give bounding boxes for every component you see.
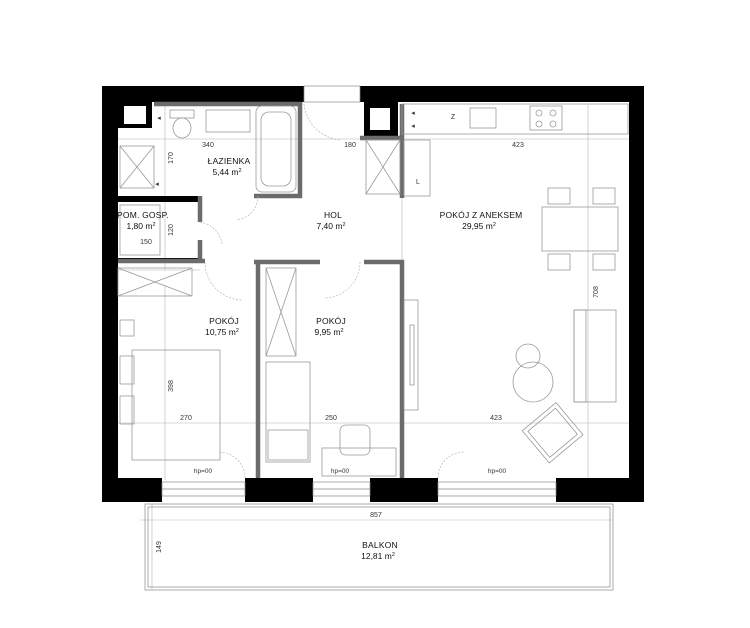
dim-180: 180 [344, 142, 356, 149]
doors [199, 103, 465, 479]
exterior-walls [102, 86, 644, 502]
kitchen-z-symbol: Z [451, 114, 456, 121]
dim-708: 708 [593, 286, 600, 298]
dim-270: 270 [180, 415, 192, 422]
dim-250: 250 [325, 415, 337, 422]
arrow-icon: ◂ [411, 110, 415, 117]
dim-857: 857 [370, 512, 382, 519]
interior-walls [118, 101, 405, 478]
kitchen-l-symbol: L [416, 179, 420, 186]
room-name-bathroom: ŁAZIENKA [208, 156, 251, 166]
room-area-storage: 1,80 m2 [126, 221, 155, 231]
dim-340: 340 [202, 142, 214, 149]
window-labels: hp=00 hp=00 hp=00 [194, 468, 507, 475]
dim-423-top: 423 [512, 142, 524, 149]
dim-170: 170 [168, 152, 175, 164]
room-name-storage: POM. GOSP. [117, 210, 169, 220]
window-label-3: hp=00 [488, 468, 507, 475]
dim-423-bottom: 423 [490, 415, 502, 422]
room-area-room2: 9,95 m2 [314, 327, 343, 337]
furniture [117, 103, 629, 477]
window-label-1: hp=00 [194, 468, 213, 475]
room-name-room2: POKÓJ [316, 316, 346, 326]
room-name-living: POKÓJ Z ANEKSEM [440, 210, 523, 220]
arrow-icon: ◂ [411, 123, 415, 130]
room-name-balcony: BALKON [362, 540, 398, 550]
room-area-hall: 7,40 m2 [316, 221, 345, 231]
room-labels: ŁAZIENKA 5,44 m2 POM. GOSP. 1,80 m2 HOL … [117, 156, 522, 561]
dim-150: 150 [140, 239, 152, 246]
room-name-room1: POKÓJ [209, 316, 239, 326]
room-area-living: 29,95 m2 [462, 221, 496, 231]
windows [161, 85, 557, 497]
dim-120: 120 [168, 224, 175, 236]
dimension-labels: 340 180 423 170 120 150 708 398 270 250 … [140, 142, 600, 553]
small-symbols: Z L ◂ ◂ ◂ ◂ [155, 110, 456, 188]
arrow-icon: ◂ [155, 181, 159, 188]
dim-149: 149 [156, 541, 163, 553]
balcony-outline [144, 503, 614, 591]
dim-398: 398 [168, 380, 175, 392]
window-label-2: hp=00 [331, 468, 350, 475]
room-area-bathroom: 5,44 m2 [212, 167, 241, 177]
room-name-hall: HOL [324, 210, 342, 220]
room-area-room1: 10,75 m2 [205, 327, 239, 337]
arrow-icon: ◂ [157, 115, 161, 122]
room-area-balcony: 12,81 m2 [361, 551, 395, 561]
